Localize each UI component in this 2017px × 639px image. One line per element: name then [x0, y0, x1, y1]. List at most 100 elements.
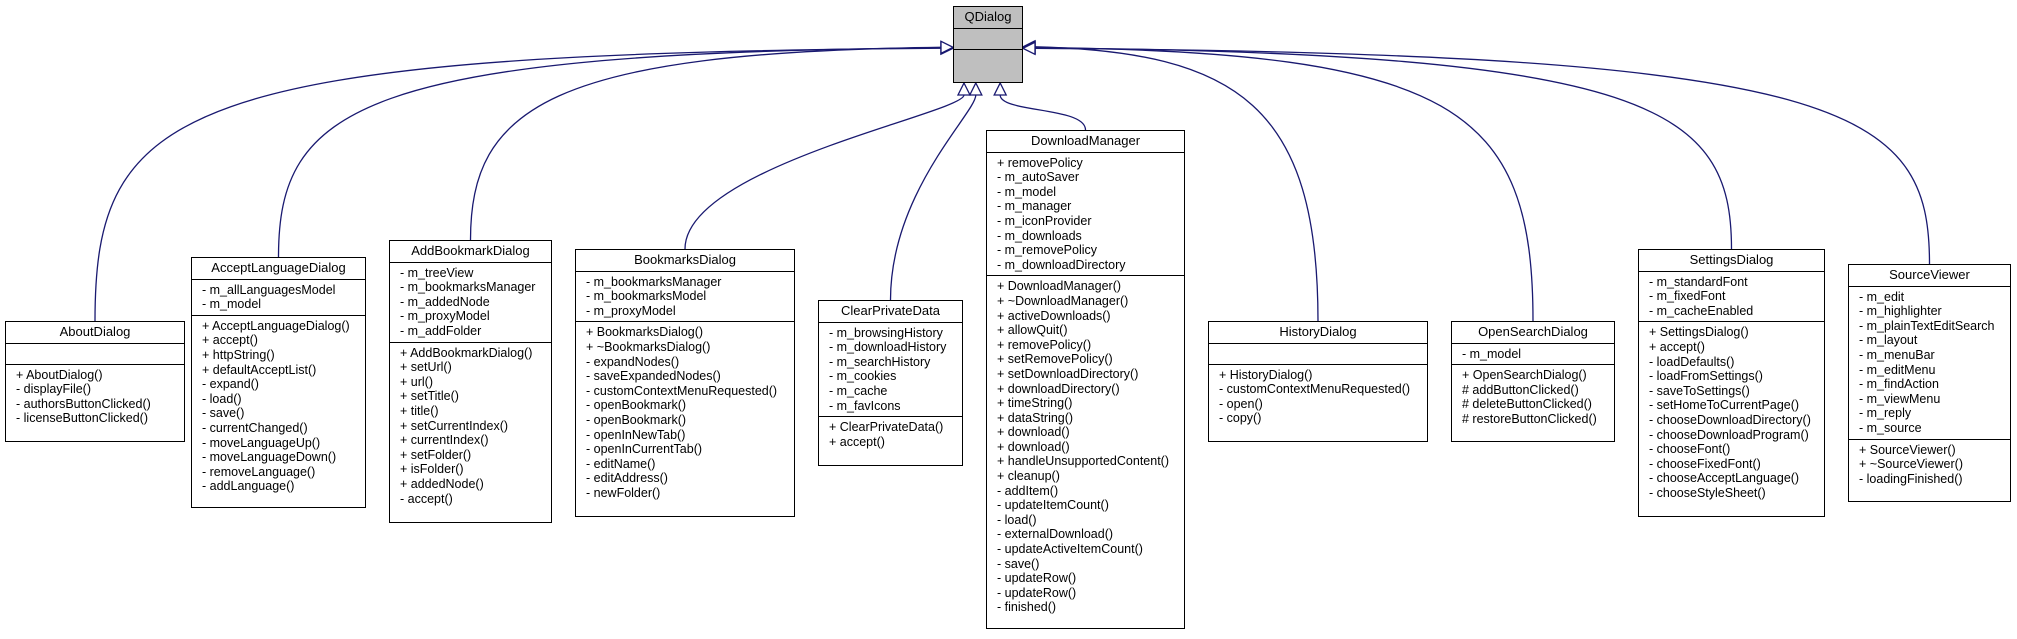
method-entry: - externalDownload() [997, 527, 1114, 542]
attribute-entry: - m_removePolicy [997, 243, 1098, 258]
method-entry: + dataString() [997, 410, 1074, 425]
method-entry: - newFolder() [586, 485, 661, 500]
method-entry: - load() [997, 512, 1037, 527]
class-name: QDialog [964, 9, 1012, 24]
method-entry: - chooseStyleSheet() [1649, 485, 1766, 500]
methods-section: + HistoryDialog()- customContextMenuRequ… [1209, 363, 1427, 429]
attribute-entry: - m_findAction [1859, 377, 1939, 392]
method-entry: - save() [202, 406, 245, 421]
method-entry: + setDownloadDirectory() [997, 366, 1139, 381]
method-entry: - load() [202, 391, 242, 406]
method-entry: + download() [997, 439, 1070, 454]
inheritance-edge [1034, 47, 1931, 265]
method-entry: - updateRow() [997, 571, 1077, 586]
method-entry: + SourceViewer() [1859, 442, 1956, 457]
attribute-entry: - m_searchHistory [829, 354, 931, 369]
method-entry: + setCurrentIndex() [400, 418, 509, 433]
method-entry: - copy() [1219, 411, 1262, 426]
attribute-entry: - m_model [1462, 346, 1522, 361]
class-box-aboutdialog[interactable]: AboutDialog + AboutDialog()- displayFile… [5, 321, 185, 442]
method-entry: + setRemovePolicy() [997, 352, 1113, 367]
class-box-qdialog[interactable]: QDialog [953, 6, 1023, 83]
class-box-acceptlanguagedialog[interactable]: AcceptLanguageDialog - m_allLanguagesMod… [191, 257, 366, 508]
methods-section: + DownloadManager()+ ~DownloadManager()+… [987, 275, 1184, 618]
inheritance-edge [277, 47, 942, 258]
attribute-entry: - m_layout [1859, 333, 1918, 348]
class-box-bookmarksdialog[interactable]: BookmarksDialog - m_bookmarksManager- m_… [575, 249, 795, 517]
attribute-entry: - m_model [202, 297, 262, 312]
class-box-clearprivatedata[interactable]: ClearPrivateData - m_browsingHistory- m_… [818, 300, 963, 466]
class-box-sourceviewer[interactable]: SourceViewer - m_edit- m_highlighter- m_… [1848, 264, 2011, 502]
method-entry: - open() [1219, 396, 1263, 411]
methods-section: + AboutDialog()- displayFile()- authorsB… [6, 363, 184, 429]
method-entry: + download() [997, 425, 1070, 440]
method-entry: - editAddress() [586, 471, 668, 486]
attributes-section: - m_model [1452, 342, 1614, 365]
attribute-entry: - m_iconProvider [997, 213, 1092, 228]
attributes-section: - m_treeView- m_bookmarksManager- m_adde… [390, 261, 551, 342]
method-entry: + ~BookmarksDialog() [586, 339, 711, 354]
method-entry: + isFolder() [400, 462, 464, 477]
class-name: AcceptLanguageDialog [211, 260, 346, 275]
methods-section [954, 48, 1022, 70]
attribute-entry: - m_bookmarksModel [586, 289, 707, 304]
method-entry: - saveExpandedNodes() [586, 369, 721, 384]
attributes-section [1209, 342, 1427, 364]
class-name: AddBookmarkDialog [411, 243, 530, 258]
methods-section: + ClearPrivateData()+ accept() [819, 416, 962, 452]
class-name: SettingsDialog [1689, 252, 1774, 267]
attribute-entry: - m_browsingHistory [829, 325, 943, 340]
method-entry: + currentIndex() [400, 433, 489, 448]
class-name: HistoryDialog [1279, 324, 1357, 339]
method-entry: - loadingFinished() [1859, 471, 1963, 486]
attribute-entry: - m_addFolder [400, 323, 482, 338]
method-entry: + downloadDirectory() [997, 381, 1120, 396]
class-box-opensearchdialog[interactable]: OpenSearchDialog - m_model + OpenSearchD… [1451, 321, 1615, 442]
attribute-entry: - m_downloads [997, 228, 1082, 243]
method-entry: + BookmarksDialog() [586, 325, 704, 340]
attributes-section [954, 27, 1022, 49]
inheritance-edge [1034, 47, 1733, 250]
method-entry: - authorsButtonClicked() [16, 396, 151, 411]
method-entry: - chooseAcceptLanguage() [1649, 471, 1800, 486]
class-box-addbookmarkdialog[interactable]: AddBookmarkDialog - m_treeView- m_bookma… [389, 240, 552, 523]
attributes-section: - m_standardFont- m_fixedFont- m_cacheEn… [1639, 270, 1824, 322]
method-entry: - addItem() [997, 483, 1059, 498]
inheritance-edge [684, 94, 965, 250]
methods-section: + AddBookmarkDialog()+ setUrl()+ url()+ … [390, 341, 551, 510]
attribute-entry: - m_cache [829, 383, 888, 398]
class-box-settingsdialog[interactable]: SettingsDialog - m_standardFont- m_fixed… [1638, 249, 1825, 517]
method-entry: - removeLanguage() [202, 464, 316, 479]
attribute-entry: - m_fixedFont [1649, 289, 1726, 304]
attributes-section: - m_edit- m_highlighter- m_plainTextEdit… [1849, 285, 2010, 439]
class-box-downloadmanager[interactable]: DownloadManager + removePolicy- m_autoSa… [986, 130, 1185, 629]
method-entry: + setTitle() [400, 389, 459, 404]
attribute-entry: - m_favIcons [829, 398, 901, 413]
methods-section: + AcceptLanguageDialog()+ accept()+ http… [192, 314, 365, 497]
method-entry: + ~DownloadManager() [997, 293, 1129, 308]
method-entry: + ~SourceViewer() [1859, 457, 1963, 472]
attribute-entry: - m_edit [1859, 289, 1905, 304]
method-entry: - moveLanguageUp() [202, 435, 321, 450]
method-entry: - chooseDownloadDirectory() [1649, 412, 1811, 427]
attribute-entry: - m_viewMenu [1859, 391, 1941, 406]
attributes-section [6, 342, 184, 364]
attribute-entry: - m_editMenu [1859, 362, 1936, 377]
method-entry: - openInNewTab() [586, 427, 686, 442]
attribute-entry: - m_bookmarksManager [586, 274, 722, 289]
attribute-entry: - m_downloadHistory [829, 340, 947, 355]
method-entry: + activeDownloads() [997, 308, 1111, 323]
class-box-historydialog[interactable]: HistoryDialog + HistoryDialog()- customC… [1208, 321, 1428, 442]
method-entry: # restoreButtonClicked() [1462, 411, 1597, 426]
method-entry: + addedNode() [400, 476, 484, 491]
inheritance-edge [889, 94, 977, 301]
inheritance-edge [94, 47, 942, 322]
methods-section: + SourceViewer()+ ~SourceViewer()- loadi… [1849, 438, 2010, 490]
method-entry: - customContextMenuRequested() [1219, 382, 1411, 397]
attribute-entry: - m_bookmarksManager [400, 280, 536, 295]
methods-section: + BookmarksDialog()+ ~BookmarksDialog() -… [576, 321, 794, 503]
inheritance-edge [999, 94, 1087, 131]
method-entry: - editName() [586, 456, 656, 471]
method-entry: + setFolder() [400, 447, 472, 462]
inheritance-arrowhead [993, 81, 1008, 96]
